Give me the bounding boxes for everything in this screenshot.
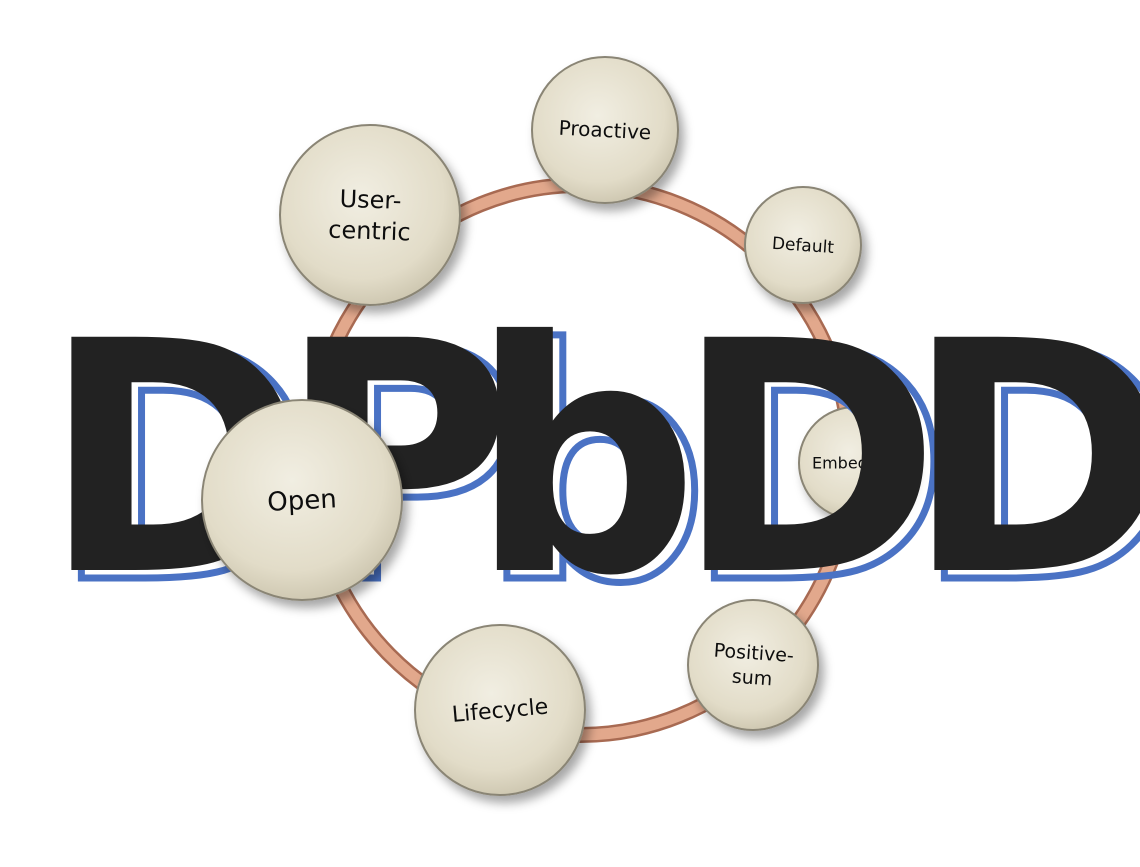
cycle-node-user-centric: User-centric xyxy=(279,124,461,306)
cycle-node-label: Open xyxy=(267,484,338,518)
cycle-node-label: Proactive xyxy=(558,116,652,145)
cycle-node-positive-sum: Positive-sum xyxy=(687,599,819,731)
cycle-node-label: User-centric xyxy=(328,184,412,246)
cycle-node-circle xyxy=(687,599,819,731)
cycle-node-label: Default xyxy=(771,234,835,258)
cycle-node-default: Default xyxy=(744,186,862,304)
cycle-node-circle xyxy=(798,406,912,520)
overlay-letter: D xyxy=(675,274,941,646)
cycle-node-proactive: Proactive xyxy=(531,56,679,204)
overlay-letter: D xyxy=(905,274,1140,646)
overlay-letter-shadow: D xyxy=(685,282,951,654)
cycle-node-label: Embedded xyxy=(812,454,898,473)
cycle-node-circle xyxy=(744,186,862,304)
cycle-node-embedded: Embedded xyxy=(798,406,912,520)
overlay-letter: b xyxy=(470,274,699,646)
cycle-node-label: Positive-sum xyxy=(711,640,794,692)
cycle-node-open: Open xyxy=(201,399,403,601)
cycle-node-circle xyxy=(531,56,679,204)
cycle-node-lifecycle: Lifecycle xyxy=(414,624,586,796)
cycle-node-circle xyxy=(201,399,403,601)
cycle-node-circle xyxy=(279,124,461,306)
overlay-letter-shadow: D xyxy=(915,282,1140,654)
cycle-node-circle xyxy=(414,624,586,796)
overlay-letter-shadow: b xyxy=(480,282,709,654)
